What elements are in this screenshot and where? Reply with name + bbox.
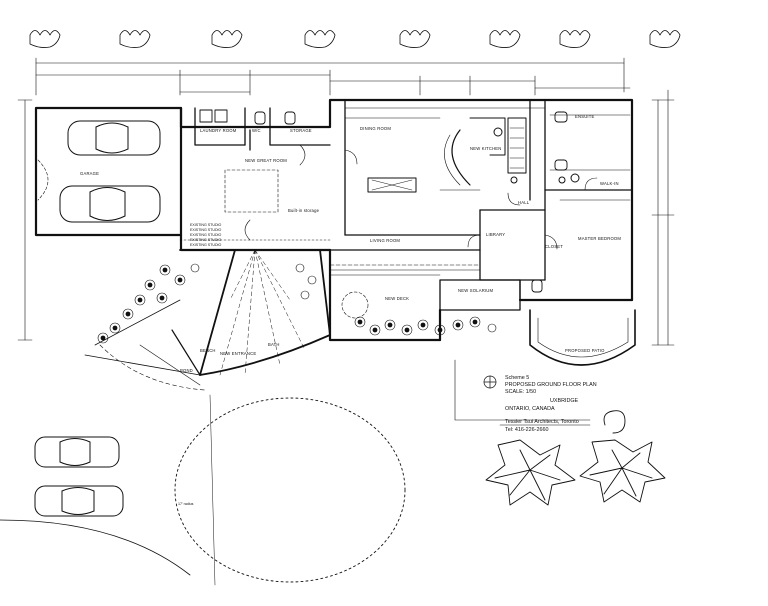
label-bench: BENCH: [200, 348, 216, 353]
label-pond: POND: [180, 368, 193, 373]
label-solarium: NEW SOLARIUM: [458, 288, 494, 293]
driveway-car-2: [34, 485, 124, 517]
label-ensuite: ENSUITE: [575, 114, 595, 119]
label-great-room: NEW GREAT ROOM: [245, 158, 287, 163]
label-bath: BATH: [268, 342, 280, 347]
title-location: UXBRIDGE: [550, 398, 579, 404]
label-master: MASTER BEDROOM: [578, 236, 621, 241]
driveway-car-1: [34, 436, 120, 468]
dimension-lines: [17, 57, 675, 346]
shrubs: [97, 263, 497, 344]
garage-note-1: EXISTING STUDIO: [190, 223, 222, 227]
interior-details: [179, 107, 631, 271]
label-living: LIVING ROOM: [370, 238, 400, 243]
door-swings: [244, 144, 598, 250]
garage-car-2: [59, 185, 161, 223]
garage-note-3: EXISTING STUDIO: [190, 233, 222, 237]
label-patio: PROPOSED PATIO: [565, 348, 605, 353]
garage-note-list: EXISTING STUDIO EXISTING STUDIO EXISTING…: [190, 223, 222, 247]
label-library: LIBRARY: [486, 232, 505, 237]
label-deck: NEW DECK: [385, 296, 409, 301]
label-walkin: WALK-IN: [600, 181, 619, 186]
garage-note-4: EXISTING STUDIO: [190, 238, 222, 242]
label-laundry: LAUNDRY ROOM: [200, 128, 237, 133]
title-block: Scheme 5 PROPOSED GROUND FLOOR PLAN SCAL…: [505, 375, 597, 433]
title-scale: SCALE: 1/50: [505, 389, 536, 395]
patio-and-deck: [329, 274, 636, 366]
interior-walls: [180, 99, 633, 311]
title-region: ONTARIO, CANADA: [505, 406, 555, 412]
label-storage: STORAGE: [290, 128, 312, 133]
driveway: [0, 394, 406, 586]
shrub-fills: [100, 267, 478, 341]
garage-car-1: [67, 120, 161, 156]
exterior-walls: [34, 98, 634, 342]
label-garage: GARAGE: [80, 171, 99, 176]
label-hall: HALL: [518, 200, 530, 205]
entrance-wing: [84, 249, 331, 391]
title-phone: Tel: 416-226-2660: [505, 427, 548, 433]
room-labels: GARAGE LAUNDRY ROOM W/C STORAGE NEW GREA…: [80, 114, 621, 506]
garage-cars: [37, 120, 161, 223]
label-wc: W/C: [252, 128, 261, 133]
label-kitchen: NEW KITCHEN: [470, 146, 502, 151]
garage-note-2: EXISTING STUDIO: [190, 228, 222, 232]
label-entrance: NEW ENTRANCE: [220, 351, 256, 356]
garage-note-5: EXISTING STUDIO: [190, 243, 222, 247]
label-built-in: Built-in storage: [288, 208, 320, 213]
title-plan: PROPOSED GROUND FLOOR PLAN: [505, 382, 597, 388]
label-radius: 17' radius: [178, 502, 194, 506]
title-scheme: Scheme 5: [505, 375, 529, 381]
large-trees: [485, 410, 666, 506]
label-dining: DINING ROOM: [360, 126, 391, 131]
title-block-frame: [454, 359, 591, 426]
tree-row-top: [29, 30, 681, 48]
driveway-cars: [34, 436, 124, 517]
label-closet: CLOSET: [545, 244, 563, 249]
kitchen-fixtures: [367, 117, 580, 193]
bathroom-fixtures: [199, 109, 568, 293]
title-architect: Tessier Tsui Architects, Toronto: [505, 419, 579, 425]
